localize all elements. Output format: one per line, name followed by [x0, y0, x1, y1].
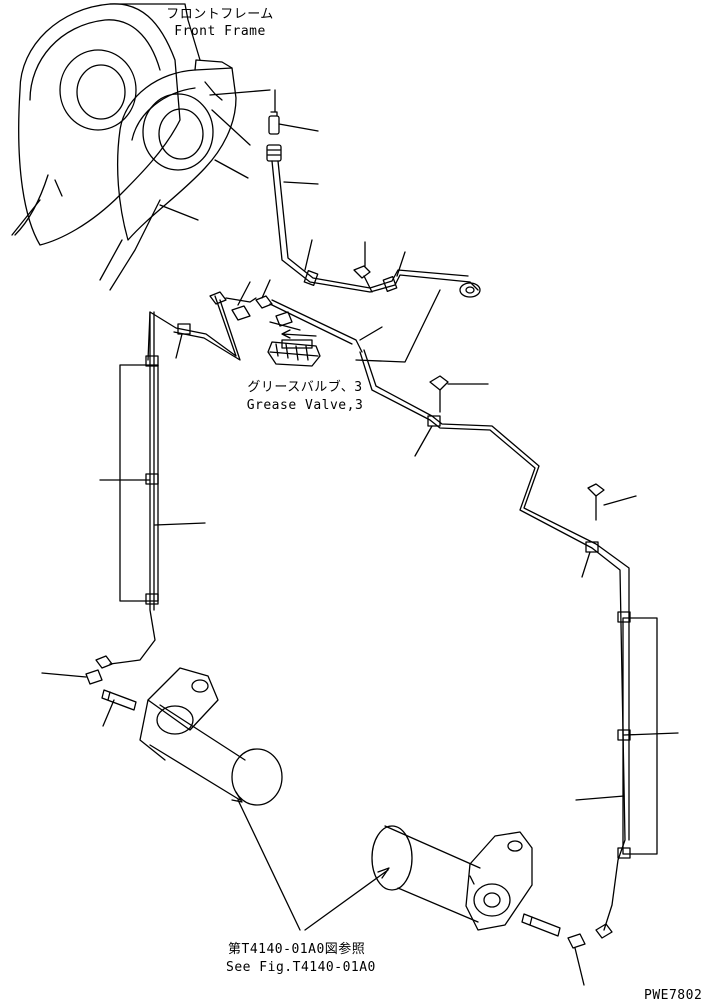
see-figure-label-en: See Fig.T4140-01A0 — [226, 960, 376, 975]
left-pin — [139, 667, 283, 806]
see-figure-label-jp: 第T4140-01A0図参照 — [228, 942, 366, 957]
grease-valve-label-en: Grease Valve,3 — [246, 398, 364, 413]
front-frame-label-jp: フロントフレーム — [166, 7, 274, 22]
front-frame — [11, 3, 271, 291]
upper-hose-assembly — [266, 89, 481, 363]
left-pipe-assembly — [41, 295, 241, 727]
reference-leaders — [237, 799, 389, 931]
front-frame-label-en: Front Frame — [174, 24, 266, 39]
right-pipe-assembly — [359, 349, 679, 986]
grease-valve — [209, 279, 383, 367]
grease-valve-label-jp: グリースバルブ、3 — [247, 380, 363, 395]
drawing-code: PWE7802 — [644, 988, 703, 1003]
right-pin — [371, 825, 533, 931]
